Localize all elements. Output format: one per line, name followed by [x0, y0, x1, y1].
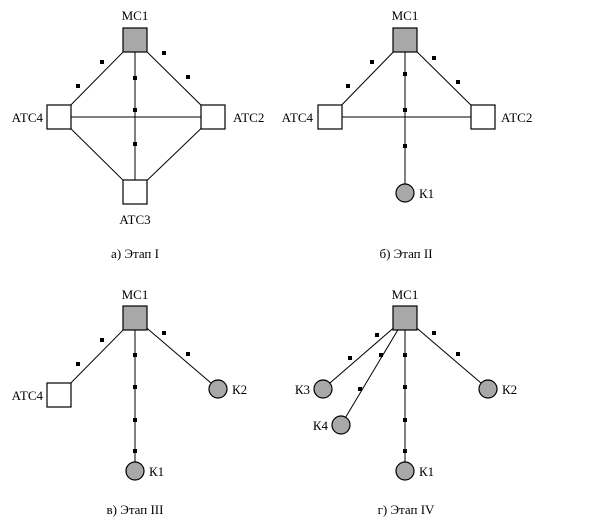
hub-label: МС1 — [122, 8, 149, 23]
link-marker — [403, 72, 407, 76]
panel-caption: б) Этап II — [379, 246, 432, 261]
link-marker — [403, 108, 407, 112]
link-atc4-atc3 — [58, 116, 136, 193]
link-marker — [162, 331, 166, 335]
link-marker — [76, 362, 80, 366]
client-label-k3: К3 — [295, 382, 310, 397]
link-marker — [403, 385, 407, 389]
link-marker — [456, 80, 460, 84]
link-marker — [133, 418, 137, 422]
link-hub-atc2 — [134, 39, 214, 118]
client-label-k2: К2 — [232, 382, 247, 397]
atc-node-left — [317, 104, 343, 130]
link-hub-atc2 — [404, 39, 484, 118]
panel-caption: в) Этап III — [107, 502, 164, 517]
atc-label-left: АТС4 — [282, 110, 314, 125]
hub-label: МС1 — [392, 8, 419, 23]
client-node-k1 — [395, 183, 415, 203]
link-marker — [379, 353, 383, 357]
link-marker — [133, 142, 137, 146]
atc-node-right — [470, 104, 496, 130]
client-node-k3 — [313, 379, 333, 399]
link-hub-atc4 — [58, 39, 136, 118]
link-marker — [133, 385, 137, 389]
hub-node — [122, 305, 148, 331]
panel-stage-1: МС1 АТС4 АТС2 АТС3 а) Этап I — [12, 8, 265, 261]
link-marker — [358, 387, 362, 391]
link-hub-atc4 — [58, 317, 136, 396]
hub-node — [392, 27, 418, 53]
link-marker — [76, 84, 80, 88]
link-hub-k2 — [134, 317, 219, 390]
atc-label-left: АТС4 — [12, 110, 44, 125]
atc-node-bottom — [122, 179, 148, 205]
link-marker — [403, 418, 407, 422]
atc-node-left — [46, 104, 72, 130]
client-label-k4: К4 — [313, 418, 329, 433]
link-marker — [133, 353, 137, 357]
hub-label: МС1 — [392, 287, 419, 302]
link-marker — [375, 333, 379, 337]
atc-node-right — [200, 104, 226, 130]
atc-label-right: АТС2 — [501, 110, 532, 125]
link-marker — [133, 76, 137, 80]
hub-node — [122, 27, 148, 53]
panel-stage-4: МС1 К3 К4 К2 К1 г) Этап IV — [295, 287, 517, 517]
client-node-k2 — [208, 379, 228, 399]
client-label-k2: К2 — [502, 382, 517, 397]
panel-stage-2: МС1 АТС4 АТС2 К1 б) Этап II — [282, 8, 533, 261]
link-marker — [346, 84, 350, 88]
link-marker — [100, 338, 104, 342]
link-marker — [432, 56, 436, 60]
panel-caption: г) Этап IV — [378, 502, 435, 517]
link-marker — [100, 60, 104, 64]
hub-node — [392, 305, 418, 331]
link-hub-atc4 — [329, 39, 406, 118]
panel-caption: а) Этап I — [111, 246, 159, 261]
atc-label-right: АТС2 — [233, 110, 264, 125]
link-marker — [403, 449, 407, 453]
hub-label: МС1 — [122, 287, 149, 302]
client-label-k1: К1 — [419, 464, 434, 479]
link-hub-k2 — [404, 317, 489, 390]
link-marker — [186, 352, 190, 356]
client-node-k4 — [331, 415, 351, 435]
client-label-k1: К1 — [149, 464, 164, 479]
link-marker — [186, 75, 190, 79]
link-marker — [348, 356, 352, 360]
link-marker — [162, 51, 166, 55]
link-marker — [403, 144, 407, 148]
link-marker — [370, 60, 374, 64]
panel-stage-3: МС1 АТС4 К2 К1 в) Этап III — [12, 287, 248, 517]
link-atc2-atc3 — [134, 116, 214, 193]
link-hub-k4 — [340, 317, 406, 426]
client-node-k2 — [478, 379, 498, 399]
link-marker — [403, 353, 407, 357]
client-label-k1: К1 — [419, 186, 434, 201]
atc-label-bottom: АТС3 — [119, 212, 150, 227]
link-marker — [133, 108, 137, 112]
link-marker — [456, 352, 460, 356]
atc-label-left: АТС4 — [12, 388, 44, 403]
link-marker — [432, 331, 436, 335]
atc-node-left — [46, 382, 72, 408]
client-node-k1 — [395, 461, 415, 481]
link-marker — [133, 449, 137, 453]
client-node-k1 — [125, 461, 145, 481]
link-hub-k3 — [322, 317, 406, 390]
